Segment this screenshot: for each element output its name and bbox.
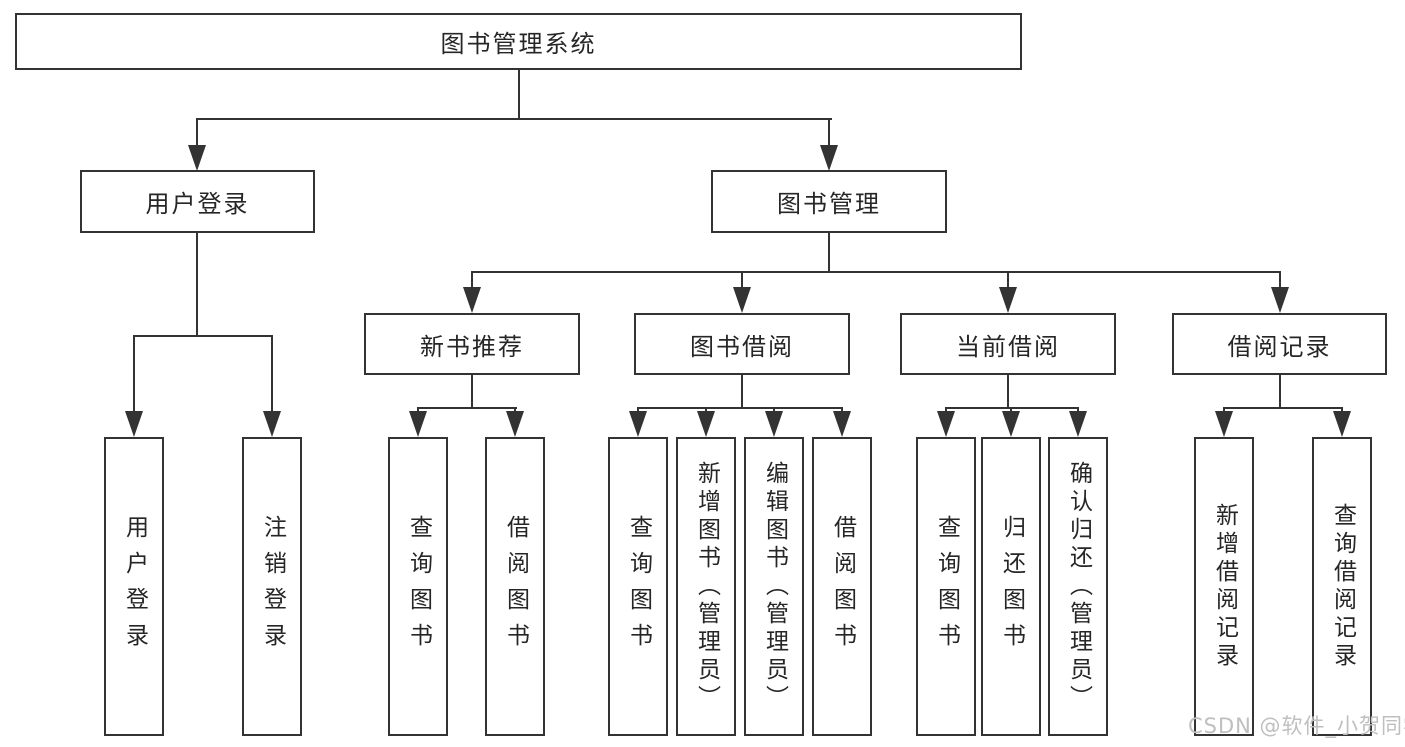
node-book-management-label: 图书管理 xyxy=(777,190,881,218)
arrow-head xyxy=(125,411,143,437)
node-book-borrowing: 图书借阅 xyxy=(634,313,850,375)
node-logout: 注销登录 xyxy=(242,437,302,736)
node-user-login-label: 用户登录 xyxy=(145,190,250,218)
node-query-books-borrowing: 查询图书 xyxy=(608,437,668,736)
connector-line xyxy=(828,233,830,272)
arrow-head xyxy=(188,145,206,171)
arrow-head xyxy=(629,411,647,437)
arrow-head xyxy=(1271,287,1289,313)
node-library-system-label: 图书管理系统 xyxy=(440,30,597,58)
connector-line xyxy=(741,271,743,289)
connector-line xyxy=(471,375,473,408)
node-query-borrow-record: 查询借阅记录 xyxy=(1312,437,1372,736)
arrow-head xyxy=(263,411,281,437)
connector-line xyxy=(471,271,1281,273)
node-borrow-records-label: 借阅记录 xyxy=(1227,332,1332,361)
arrow-head xyxy=(765,411,783,437)
connector-line xyxy=(133,335,273,337)
connector-line xyxy=(1007,271,1009,289)
connector-line xyxy=(133,335,135,413)
node-new-book-recommend-label: 新书推荐 xyxy=(420,332,524,361)
node-book-borrowing-label: 图书借阅 xyxy=(690,332,794,361)
connector-line xyxy=(637,407,843,409)
arrow-head xyxy=(1069,411,1087,437)
arrow-head xyxy=(1333,411,1351,437)
connector-line xyxy=(945,407,1079,409)
connector-line xyxy=(471,271,473,289)
connector-line xyxy=(196,233,198,336)
node-edit-books-admin: 编辑图书（管理员） xyxy=(744,437,804,736)
connector-line xyxy=(741,375,743,408)
arrow-head xyxy=(697,411,715,437)
connector-line xyxy=(1007,375,1009,408)
node-new-book-recommend: 新书推荐 xyxy=(364,313,580,375)
node-add-books-admin: 新增图书（管理员） xyxy=(676,437,736,736)
connector-line xyxy=(417,407,517,409)
connector-line xyxy=(196,118,198,148)
node-book-management: 图书管理 xyxy=(711,170,947,233)
arrow-head xyxy=(937,411,955,437)
arrow-head xyxy=(820,145,838,171)
node-add-borrow-record: 新增借阅记录 xyxy=(1194,437,1254,736)
node-borrow-records: 借阅记录 xyxy=(1172,313,1387,375)
node-user-login-leaf: 用户登录 xyxy=(104,437,164,736)
watermark: CSDN @软件_小贺同学 xyxy=(1188,714,1405,738)
arrow-head xyxy=(409,411,427,437)
arrow-head xyxy=(1215,411,1233,437)
node-borrow-books-recommend: 借阅图书 xyxy=(485,437,545,736)
node-return-books: 归还图书 xyxy=(981,437,1041,736)
arrow-head xyxy=(1002,411,1020,437)
node-library-system: 图书管理系统 xyxy=(15,13,1022,70)
arrow-head xyxy=(733,287,751,313)
connector-line xyxy=(271,335,273,413)
node-query-books-recommend: 查询图书 xyxy=(388,437,448,736)
node-user-login: 用户登录 xyxy=(80,170,315,233)
connector-line xyxy=(828,118,830,148)
connector-line xyxy=(1279,375,1281,408)
node-current-borrowing-label: 当前借阅 xyxy=(956,332,1060,361)
node-current-borrowing: 当前借阅 xyxy=(900,313,1116,375)
node-confirm-return-admin: 确认归还（管理员） xyxy=(1048,437,1108,736)
node-borrow-books-borrowing: 借阅图书 xyxy=(812,437,872,736)
arrow-head xyxy=(833,411,851,437)
connector-line xyxy=(1279,271,1281,289)
connector-line xyxy=(196,118,832,120)
connector-line xyxy=(518,70,520,119)
arrow-head xyxy=(506,411,524,437)
node-query-books-current: 查询图书 xyxy=(916,437,976,736)
connector-line xyxy=(1223,407,1343,409)
arrow-head xyxy=(463,287,481,313)
arrow-head xyxy=(999,287,1017,313)
